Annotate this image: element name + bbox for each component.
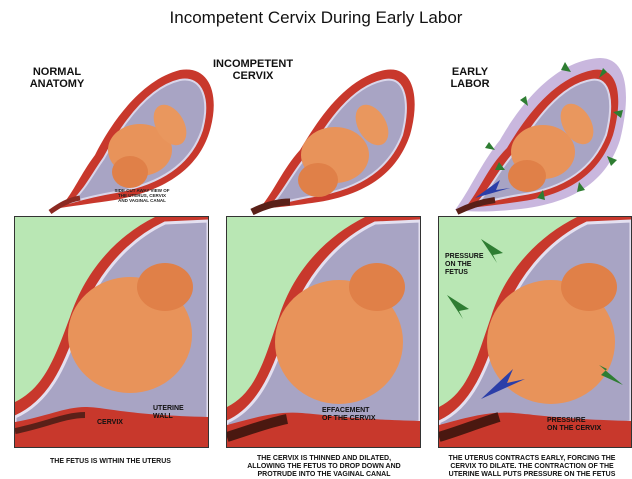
figure-title: Incompetent Cervix During Early Labor [0, 8, 632, 28]
panel-early-labor-closeup: PRESSUREON THEFETUS PRESSUREON THE CERVI… [438, 216, 632, 448]
panel-normal-closeup: CERVIX UTERINEWALL [14, 216, 209, 448]
label-cervix: CERVIX [97, 419, 123, 427]
panel-incompetent-closeup: EFFACEMENTOF THE CERVIX [226, 216, 421, 448]
caption-normal: THE FETUS IS WITHIN THE UTERUS [14, 458, 207, 466]
early-labor-closeup-illustration [439, 217, 631, 447]
label-pressure-on-cervix: PRESSUREON THE CERVIX [547, 417, 601, 433]
uterus-early-labor-illustration [425, 40, 632, 215]
label-uterine-wall: UTERINEWALL [153, 405, 184, 421]
label-effacement: EFFACEMENTOF THE CERVIX [322, 407, 376, 423]
label-pressure-on-fetus: PRESSUREON THEFETUS [445, 253, 484, 277]
side-view-note: SIDE CUT AWAY VIEW OFTHE UTERUS, CERVIXA… [112, 188, 172, 203]
caption-early-labor: THE UTERUS CONTRACTS EARLY, FORCING THEC… [432, 455, 632, 479]
uterus-incompetent-illustration [220, 40, 420, 215]
caption-incompetent: THE CERVIX IS THINNED AND DILATED,ALLOWI… [224, 455, 424, 479]
